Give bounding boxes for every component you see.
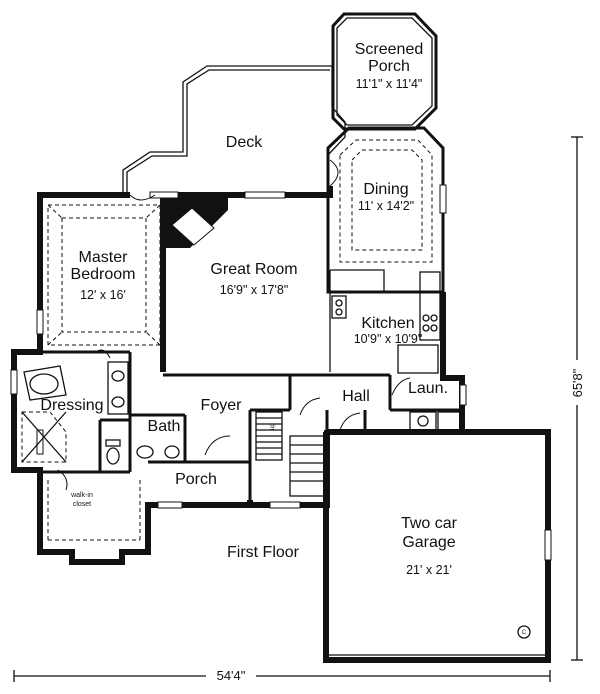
master-bedroom-label-1: Master [79, 249, 129, 266]
dining-bay [326, 126, 447, 294]
dining-size: 11' x 14'2" [358, 199, 414, 213]
fireplace [163, 191, 286, 248]
room-labels: Screened Porch 11'1" x 11'4" Deck Dining… [40, 41, 457, 577]
depth-dimension: 65'8" [570, 136, 585, 661]
interior-walls [10, 350, 467, 509]
dressing-label: Dressing [40, 397, 103, 414]
master-bedroom-size: 12' x 16' [80, 288, 126, 302]
kitchen-label: Kitchen [361, 315, 414, 332]
laundry-label: Laun. [408, 380, 448, 397]
master-bedroom-label-2: Bedroom [71, 266, 136, 283]
dressing-fixtures [21, 349, 180, 491]
garage-label-2: Garage [402, 534, 455, 551]
deck-label: Deck [226, 134, 263, 151]
foyer-label: Foyer [201, 397, 243, 414]
hall-label: Hall [342, 388, 370, 405]
width-dimension: 54'4" [13, 668, 551, 683]
screened-porch-label-2: Porch [368, 58, 410, 75]
kitchen-size: 10'9" x 10'9" [354, 332, 423, 346]
stairs: up [255, 411, 325, 497]
screened-porch-label-1: Screened [355, 41, 424, 58]
great-room-label: Great Room [210, 261, 297, 278]
doors [129, 159, 411, 456]
depth-dimension-label: 65'8" [570, 368, 585, 397]
porch-label: Porch [175, 471, 217, 488]
walk-in-closet-label-1: walk-in [70, 492, 93, 499]
stair-label: up [270, 423, 276, 430]
garage-outline: C [323, 429, 552, 663]
kitchen-fixtures [329, 269, 461, 431]
width-dimension-label: 54'4" [217, 668, 246, 683]
garage-size: 21' x 21' [406, 563, 452, 577]
walk-in-closet [47, 480, 141, 541]
deck-outline [122, 65, 346, 193]
screened-porch-size: 11'1" x 11'4" [356, 77, 423, 91]
great-room-size: 16'9" x 17'8" [220, 283, 289, 297]
bath-label: Bath [148, 418, 181, 435]
garage-label-1: Two car [401, 515, 458, 532]
walk-in-closet-label-2: closet [73, 501, 91, 508]
floor-label: First Floor [227, 544, 300, 561]
copyright-mark: C [522, 630, 527, 636]
dining-label: Dining [363, 181, 408, 198]
